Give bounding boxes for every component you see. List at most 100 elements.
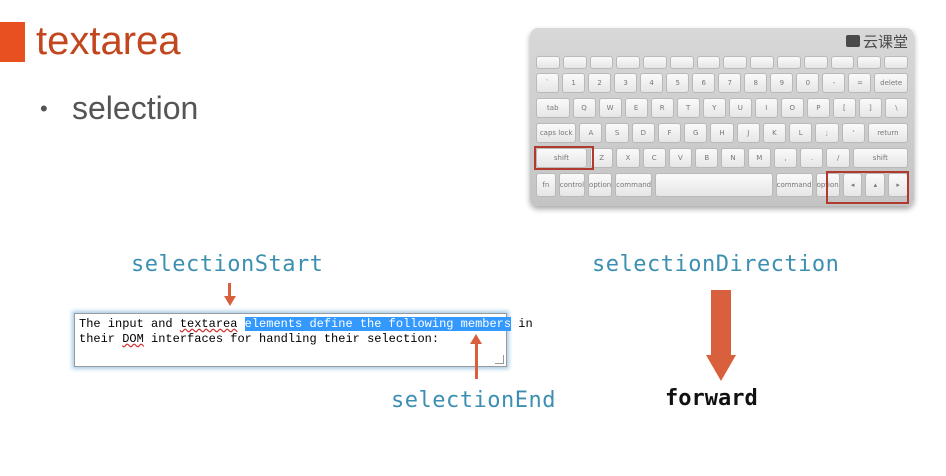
resize-grip-icon[interactable]: [495, 355, 504, 364]
key: Y: [702, 98, 726, 118]
key: O: [780, 98, 804, 118]
key: Z: [589, 148, 614, 168]
text-line2-before: their: [79, 332, 123, 346]
key: ,: [773, 148, 798, 168]
title-accent-bar: [0, 22, 25, 62]
key: 4: [640, 73, 664, 93]
key: G: [684, 123, 708, 143]
key: 7: [718, 73, 742, 93]
key: command: [775, 173, 813, 197]
key: [536, 56, 560, 69]
direction-arrow-shaft: [711, 290, 731, 356]
start-arrow-shaft: [228, 283, 231, 297]
key: option: [588, 173, 613, 197]
direction-value: forward: [665, 386, 758, 411]
key-shift-left: shift: [536, 148, 587, 168]
key: 9: [770, 73, 794, 93]
key: M: [747, 148, 771, 168]
key: [589, 56, 614, 69]
key: F: [657, 123, 682, 143]
key: -: [822, 73, 846, 93]
selection-end-label: selectionEnd: [391, 388, 556, 413]
key: [803, 56, 828, 69]
key: X: [616, 148, 640, 168]
key: P: [806, 98, 830, 118]
slide-title: textarea: [36, 19, 181, 63]
key: \: [884, 98, 908, 118]
key: S: [605, 123, 629, 143]
key: D: [631, 123, 655, 143]
key: B: [695, 148, 719, 168]
key: ◂: [842, 173, 863, 197]
text-space: [237, 317, 244, 331]
key-space: [655, 173, 773, 197]
key: 3: [614, 73, 638, 93]
key: [643, 56, 667, 69]
key: [884, 56, 908, 69]
end-arrow-up-icon: [470, 334, 482, 344]
key: control: [558, 173, 586, 197]
selection-start-label: selectionStart: [131, 252, 324, 277]
key: /: [826, 148, 850, 168]
key: [696, 56, 721, 69]
key: [750, 56, 775, 69]
key: C: [642, 148, 666, 168]
key: [723, 56, 748, 69]
key: 6: [692, 73, 716, 93]
text-misspelled-word: textarea: [179, 317, 238, 331]
key: T: [676, 98, 700, 118]
bullet-dot: •: [40, 96, 48, 121]
key: caps lock: [536, 123, 577, 143]
key: return: [867, 123, 909, 143]
key: [777, 56, 801, 69]
text-misspelled-word: DOM: [122, 332, 144, 346]
key: J: [736, 123, 760, 143]
key: [830, 56, 855, 69]
selected-text: elements define the following members: [244, 317, 512, 331]
text-line1-after: in: [511, 317, 533, 331]
end-arrow-shaft: [475, 343, 478, 379]
key: H: [710, 123, 734, 143]
key: A: [579, 123, 603, 143]
key: =: [848, 73, 872, 93]
start-arrow-down-icon: [224, 296, 236, 306]
key: R: [650, 98, 674, 118]
text-line1-before: The input and: [79, 317, 180, 331]
key: [669, 56, 694, 69]
key: U: [728, 98, 752, 118]
kb-row-fn: [536, 56, 908, 69]
key: 2: [588, 73, 612, 93]
key: N: [721, 148, 745, 168]
key: [857, 56, 882, 69]
selection-direction-label: selectionDirection: [592, 252, 840, 277]
key: fn: [536, 173, 556, 197]
key: [616, 56, 641, 69]
key: V: [668, 148, 693, 168]
key: ': [841, 123, 865, 143]
text-line2-after: interfaces for handling their selection:: [143, 332, 440, 346]
arrow-keys-highlight: [826, 171, 909, 204]
bullet-item: selection: [72, 90, 199, 126]
key: 0: [796, 73, 820, 93]
key: E: [624, 98, 648, 118]
key: Q: [572, 98, 596, 118]
key: tab: [536, 98, 570, 118]
direction-arrow-down-icon: [706, 355, 736, 381]
watermark-icon: [845, 35, 860, 47]
key: `: [536, 73, 560, 93]
key: [: [832, 98, 856, 118]
key: command: [615, 173, 653, 197]
key: 8: [744, 73, 768, 93]
textarea-demo[interactable]: The input and textarea elements define t…: [74, 313, 533, 367]
key: L: [789, 123, 813, 143]
key: W: [598, 98, 622, 118]
key: 5: [666, 73, 690, 93]
key: K: [762, 123, 787, 143]
key: .: [800, 148, 824, 168]
key: [562, 56, 587, 69]
key: 1: [562, 73, 586, 93]
